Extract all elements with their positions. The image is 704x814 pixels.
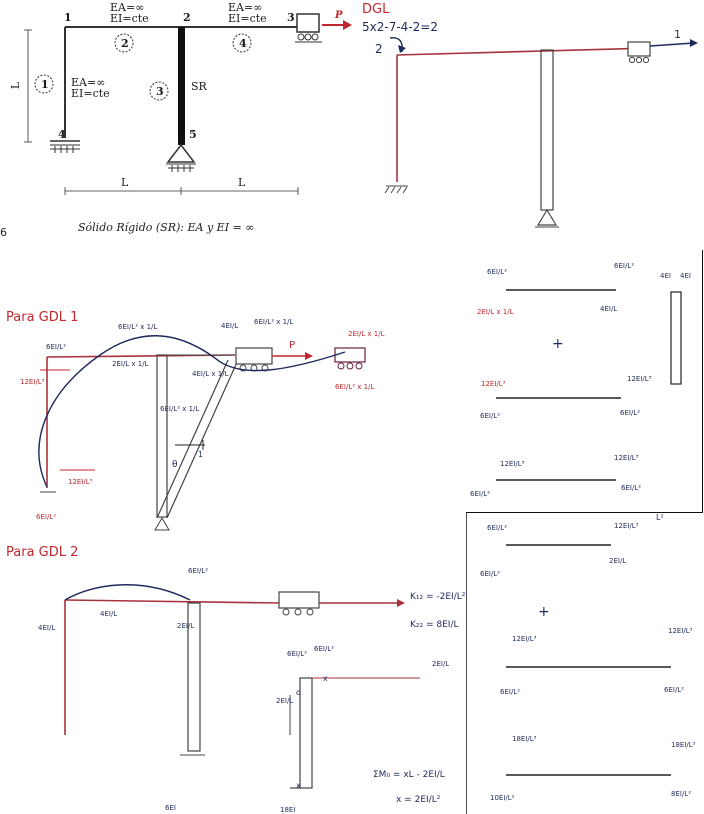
rpa-label-9: 6EI/L² <box>480 412 501 420</box>
gdl2-x-label: x <box>323 674 328 683</box>
gdl2-o-label: o <box>296 688 301 697</box>
gdl1-label-e: 6EI/L² x 1/L <box>254 318 294 326</box>
rpa-label-4: 4EI/L <box>600 305 618 313</box>
rpb-label-4: 2EI/L <box>609 557 627 565</box>
rpa-label-14: 6EI/L² <box>621 484 642 492</box>
rpb-label-2: 12EI/L³ <box>614 522 639 530</box>
rpb-top-label: L² <box>656 513 664 522</box>
gdl1-one: 1 <box>198 450 204 459</box>
rpa-label-10: 6EI/L² <box>620 409 641 417</box>
rpa-label-11: 12EI/L³ <box>500 460 525 468</box>
rpb-label-11: 10EI/L² <box>490 794 515 802</box>
right-panel-b-diagram <box>466 512 671 814</box>
rpb-label-5: 12EI/L³ <box>512 635 537 643</box>
rpa-label-7: 12EI/L³ <box>481 380 506 388</box>
dgl-diagram <box>384 37 698 228</box>
gdl1-title: Para GDL 1 <box>6 310 79 325</box>
gdl2-fb3: 2EI/L <box>276 697 294 705</box>
right-panel-a <box>466 250 703 513</box>
member1-ea: EA=∞ <box>71 76 106 89</box>
gdl2-mid-moment: 4EI/L <box>100 610 118 618</box>
rpb-label-9: 18EI/L³ <box>512 735 537 743</box>
gdl2-diagram <box>64 584 420 789</box>
gdl1-label-b: 2EI/L x 1/L <box>112 360 149 368</box>
member-label-2: 2 <box>121 37 129 50</box>
x-result: x = 2EI/L² <box>396 795 441 805</box>
k12: K₁₂ = -2EI/L² <box>410 592 466 602</box>
gdl2-fb2: 6EI/L² <box>314 645 335 653</box>
member4-ea: EA=∞ <box>228 1 263 14</box>
member-label-1: 1 <box>41 78 49 91</box>
gdl1-label-f: 2EI/L x 1/L <box>348 330 385 338</box>
rpa-label-1: 6EI/L² <box>487 268 508 276</box>
page-number: 6 <box>0 226 7 239</box>
gdl2-fb1: 6EI/L² <box>287 650 308 658</box>
rpb-label-7: 6EI/L² <box>500 688 521 696</box>
sr-label: SR <box>191 80 207 93</box>
member-label-3: 3 <box>156 85 164 98</box>
dof-rotation-label: 2 <box>375 42 383 56</box>
dof-translation-label: 1 <box>674 28 681 41</box>
gdl1-label-g: 6EI/L² x 1/L <box>335 383 375 391</box>
gdl1-top-left-moment: 6EI/L² <box>46 343 67 351</box>
rpa-label-13: 6EI/L² <box>470 490 491 498</box>
gdl2-top-moment: 6EI/L² <box>188 567 209 575</box>
rpb-label-10: 18EI/L³ <box>671 741 696 749</box>
gdl1-diagram <box>38 335 366 531</box>
gdl2-fb4: 2EI/L <box>432 660 450 668</box>
gdl2-left-moment: 4EI/L <box>38 624 56 632</box>
node-label-1: 1 <box>64 11 72 24</box>
rpb-label-8: 6EI/L² <box>664 686 685 694</box>
gdl1-theta: θ <box>172 460 178 470</box>
rpa-label-12: 12EI/L³ <box>614 454 639 462</box>
gdl2-title: Para GDL 2 <box>6 545 79 560</box>
dgl-equation: 5x2-7-4-2=2 <box>362 20 438 34</box>
sum-moment: ΣM₀ = xL - 2EI/L <box>373 770 445 780</box>
gdl1-label-h: 6EI/L² x 1/L <box>160 405 200 413</box>
gdl2-x-label-2: x <box>296 781 301 790</box>
dim-left-label: L <box>121 176 129 189</box>
member2-ei: EI=cte <box>110 12 149 25</box>
member-label-4: 4 <box>239 37 247 50</box>
gdl2-col-moment: 2EI/L <box>177 622 195 630</box>
rpb-label-6: 12EI/L³ <box>668 627 693 635</box>
gdl2-bottom-label-1: 6EI <box>165 804 176 812</box>
rpb-label-12: 8EI/L² <box>671 790 692 798</box>
node-label-2: 2 <box>183 11 191 24</box>
caption: Sólido Rígido (SR): EA y EI = ∞ <box>78 221 255 234</box>
rpa-label-8: 12EI/L³ <box>627 375 652 383</box>
rpb-label-3: 6EI/L² <box>480 570 501 578</box>
rpb-plus: + <box>538 604 550 620</box>
dim-height-label: L <box>9 81 23 90</box>
rpb-label-1: 6EI/L² <box>487 524 508 532</box>
right-panel-a-diagram <box>496 289 682 481</box>
gdl1-left-force: 12EI/L³ <box>20 378 45 386</box>
node-label-4: 4 <box>58 128 66 141</box>
gdl1-label-d: 4EI/L <box>221 322 239 330</box>
structure-diagram <box>24 13 352 195</box>
node-label-5: 5 <box>189 128 197 141</box>
member1-ei: EI=cte <box>71 87 110 100</box>
k22: K₂₂ = 8EI/L <box>410 620 459 630</box>
dgl-title: DGL <box>362 2 390 17</box>
load-p-label: P <box>335 10 343 21</box>
rpa-plus: + <box>552 336 564 352</box>
member4-ei: EI=cte <box>228 12 267 25</box>
gdl1-label-a: 6EI/L² x 1/L <box>118 323 158 331</box>
rpa-label-3: 2EI/L x 1/L <box>477 308 514 316</box>
gdl1-bottom-moment: 6EI/L² <box>36 513 57 521</box>
gdl1-bottom-force: 12EI/L³ <box>68 478 93 486</box>
gdl2-bottom-label-2: 18EI <box>280 806 296 814</box>
rpa-label-5: 4EI <box>660 272 671 280</box>
rpa-label-2: 6EI/L² <box>614 262 635 270</box>
dim-right-label: L <box>238 176 246 189</box>
gdl1-load-label: P <box>289 340 296 351</box>
node-label-3: 3 <box>287 11 295 24</box>
member2-ea: EA=∞ <box>110 1 145 14</box>
gdl1-label-c: 4EI/L x 1/L <box>192 370 229 378</box>
rpa-label-6: 4EI <box>680 272 691 280</box>
